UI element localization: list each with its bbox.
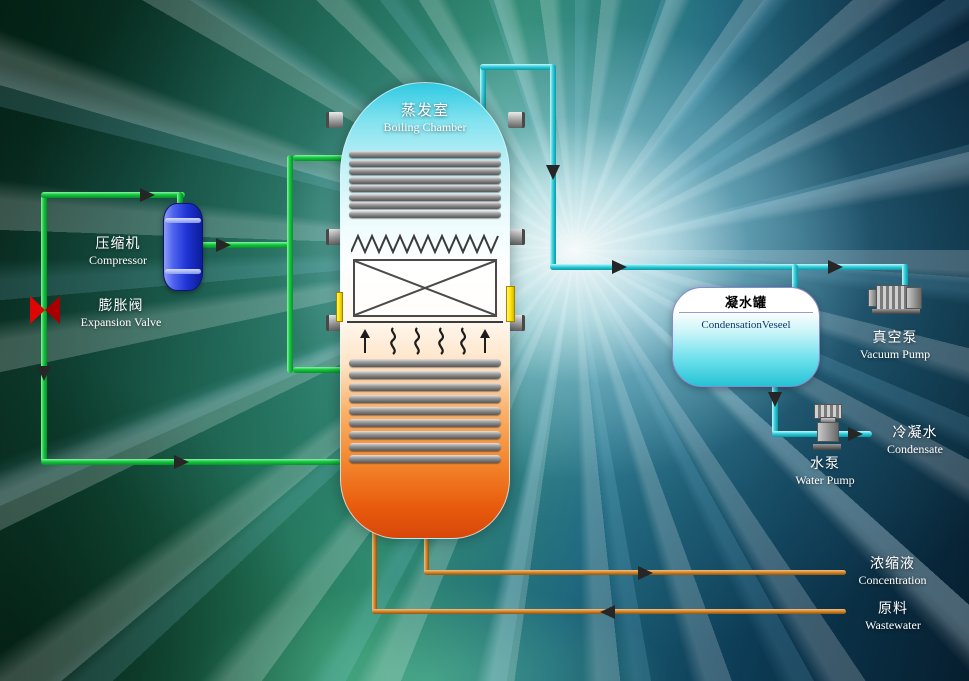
heat-exchanger-tube <box>349 159 501 167</box>
pipe-cyan-condenser-inlet <box>792 264 798 294</box>
label-compressor-zh: 压缩机 <box>95 237 141 252</box>
expansion-valve-icon <box>45 296 60 324</box>
label-condensate-zh: 冷凝水 <box>892 426 938 441</box>
heat-exchanger-tube <box>349 359 501 367</box>
label-compressor-en: Compressor <box>89 253 147 267</box>
heat-exchanger-tube <box>349 185 501 192</box>
pipe-cyan-vapor-main <box>550 264 908 270</box>
pipe-green-to-compressor <box>41 192 185 198</box>
lower-heat-exchanger-coil <box>349 359 501 463</box>
condensation-vessel: 凝水罐 CondensationVeseel <box>672 287 820 387</box>
steam-wave-icons <box>360 327 490 355</box>
label-concentration: 浓缩液 Concentration <box>845 556 940 587</box>
demister-x-panel <box>353 259 497 317</box>
label-boiling-chamber-zh: 蒸发室 <box>400 103 449 119</box>
label-vacuum-pump-zh: 真空泵 <box>872 331 918 346</box>
heat-exchanger-tube <box>349 383 501 391</box>
pump-base <box>872 309 920 314</box>
pipe-green-left-vertical <box>41 195 47 462</box>
label-water-pump-zh: 水泵 <box>810 457 840 472</box>
boiling-chamber-vessel: 蒸发室 Boiling Chamber <box>340 82 510 539</box>
mist-eliminator-zigzag <box>351 233 499 255</box>
pipe-cyan-vacuum-pump-inlet <box>902 264 908 288</box>
label-wastewater: 原料 Wastewater <box>848 601 938 632</box>
label-expansion-valve-zh: 膨胀阀 <box>98 299 144 314</box>
sight-glass <box>336 292 343 322</box>
vessel-nozzle <box>326 229 343 245</box>
vessel-nozzle <box>326 112 343 128</box>
vessel-nozzle <box>508 229 525 245</box>
heat-exchanger-tube <box>349 395 501 403</box>
heat-exchanger-tube <box>349 455 501 463</box>
sight-glass <box>506 286 515 322</box>
flow-arrow-down-icon <box>546 165 560 180</box>
label-expansion-valve-en: Expansion Valve <box>80 315 162 329</box>
label-concentration-zh: 浓缩液 <box>870 557 915 572</box>
label-wastewater-en: Wastewater <box>865 618 921 632</box>
label-condensation-vessel-en: CondensationVeseel <box>701 319 791 331</box>
heat-exchanger-tube <box>349 193 501 201</box>
pump-base <box>813 444 841 450</box>
label-expansion-valve: 膨胀阀 Expansion Valve <box>68 298 174 329</box>
pipe-orange-concentrate-drop <box>424 522 429 574</box>
heat-exchanger-tube <box>349 176 501 184</box>
label-boiling-chamber: 蒸发室 Boiling Chamber <box>341 103 509 134</box>
heat-exchanger-tube <box>349 168 501 175</box>
label-concentration-en: Concentration <box>858 573 927 587</box>
heat-exchanger-tube <box>349 210 501 218</box>
water-pump-unit <box>809 404 845 452</box>
heat-exchanger-tube <box>349 431 501 439</box>
pump-motor-ribs <box>876 285 908 311</box>
pipe-orange-feed-riser <box>372 522 377 613</box>
compressor-ring <box>165 218 201 223</box>
vacuum-pump-unit <box>866 281 926 317</box>
heat-exchanger-tube <box>349 202 501 209</box>
x-cross-icon <box>354 260 496 316</box>
pipe-green-lower-coil-stub <box>293 367 345 373</box>
compressor-unit <box>163 203 203 291</box>
compressor-ring <box>165 269 201 274</box>
pipe-orange-concentrate-line <box>424 570 846 575</box>
heat-exchanger-tube <box>349 151 501 158</box>
upper-heat-exchanger-coil <box>349 151 501 218</box>
pump-end-cap <box>906 287 922 309</box>
flow-arrow-right-icon <box>140 188 155 202</box>
flow-arrow-right-icon <box>612 260 627 274</box>
flow-arrow-down-icon <box>37 366 51 381</box>
flow-arrow-left-icon <box>600 605 615 619</box>
flow-arrow-down-icon <box>768 392 782 407</box>
vessel-cap-seam <box>679 312 813 313</box>
label-wastewater-zh: 原料 <box>878 602 908 617</box>
heat-exchanger-tube <box>349 419 501 427</box>
heat-exchanger-tube <box>349 407 501 415</box>
pipe-green-compressor-outlet <box>200 242 293 248</box>
label-condensation-vessel-zh: 凝水罐 <box>724 295 767 310</box>
label-boiling-chamber-en: Boiling Chamber <box>383 120 467 134</box>
label-vacuum-pump-en: Vacuum Pump <box>859 347 931 361</box>
label-water-pump-en: Water Pump <box>795 473 855 487</box>
heat-exchanger-tube <box>349 371 501 379</box>
pipe-green-riser <box>287 155 293 373</box>
flow-arrow-right-icon <box>174 455 189 469</box>
vessel-nozzle <box>508 112 525 128</box>
pipe-green-bottom-return <box>41 459 341 465</box>
pump-body <box>817 422 839 442</box>
pipe-green-upper-coil-stub <box>293 155 345 161</box>
flow-arrow-right-icon <box>216 238 231 252</box>
label-water-pump: 水泵 Water Pump <box>780 456 870 487</box>
flow-arrow-right-icon <box>828 260 843 274</box>
flow-arrow-right-icon <box>638 566 653 580</box>
liquid-level-line <box>347 321 503 323</box>
label-condensate-en: Condensate <box>887 442 943 456</box>
label-vacuum-pump: 真空泵 Vacuum Pump <box>845 330 945 361</box>
heat-exchanger-tube <box>349 443 501 451</box>
label-condensate: 冷凝水 Condensate <box>870 425 960 456</box>
flow-arrow-right-icon <box>848 427 863 441</box>
pipe-cyan-vessel-top-riser <box>480 64 486 116</box>
pipe-green-compressor-inlet <box>177 192 183 210</box>
expansion-valve-icon <box>30 296 45 324</box>
pipe-cyan-top-horizontal <box>480 64 556 70</box>
label-compressor: 压缩机 Compressor <box>60 236 176 267</box>
